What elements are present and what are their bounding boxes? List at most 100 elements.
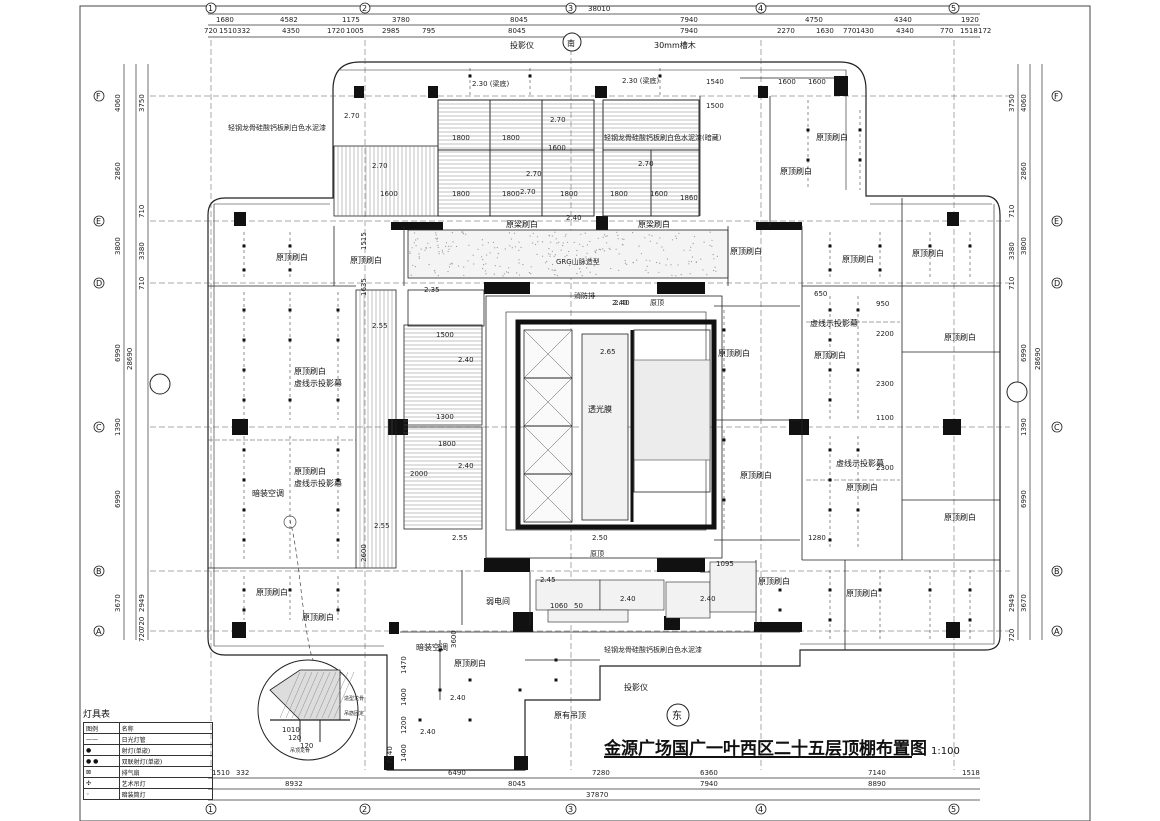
- legend-row: ✣艺术吊灯: [83, 777, 214, 789]
- fixture-legend: 灯具表 图例 名称 ——日光灯管 ●射灯(单嵌) ● ●双联射灯(单嵌) ⊠排气…: [83, 707, 214, 800]
- spotlight-mark: [878, 588, 882, 592]
- grg-dot: [547, 253, 550, 255]
- grg-dot: [615, 248, 617, 250]
- spotlight-mark: [928, 244, 932, 248]
- grg-dot: [602, 248, 604, 250]
- grid-row-e-left: E: [96, 217, 101, 226]
- title-underline: [604, 756, 912, 758]
- bottom-dimension-lines: [208, 777, 980, 801]
- grg-dot: [562, 245, 564, 247]
- grg-dot: [593, 265, 595, 267]
- ac-bottom-label: 暗装空调: [416, 642, 448, 652]
- grg-dot: [445, 242, 448, 244]
- grg-dot: [712, 254, 714, 256]
- grg-dot: [532, 232, 534, 234]
- grg-dot: [599, 249, 602, 251]
- bottom-dim-5: 6360: [700, 769, 718, 777]
- level-west-6: 2.55: [452, 534, 468, 542]
- level-west-4: 2.40: [458, 462, 474, 470]
- north-level-2: 2.30 (梁底): [622, 76, 660, 85]
- grg-dot: [477, 248, 479, 250]
- grg-dot: [452, 241, 454, 243]
- spotlight-mark: [288, 398, 292, 402]
- misc-dim-15: 1860: [680, 194, 698, 202]
- grg-dot: [661, 246, 663, 248]
- grg-dot: [485, 263, 487, 265]
- spotlight-mark: [242, 478, 246, 482]
- spotlight-mark: [336, 508, 340, 512]
- left-dim-9: 2949: [138, 594, 146, 612]
- legend-title: 灯具表: [83, 710, 111, 720]
- spotlight-mark: [288, 308, 292, 312]
- grg-dot: [473, 263, 475, 265]
- compass-west: [149, 373, 171, 395]
- south-panels: [535, 561, 757, 623]
- grg-dot: [554, 269, 557, 271]
- right-inner-3: 3380: [1008, 242, 1016, 260]
- grg-dot: [645, 259, 647, 261]
- room-label-11: 原顶刷白: [912, 248, 944, 258]
- room-label-10: 原顶刷白: [842, 254, 874, 264]
- detail-hatch-line: [327, 671, 349, 719]
- right-dim-6: 1390: [1020, 418, 1028, 436]
- grg-dot: [418, 256, 420, 258]
- legend-item: 日光灯管: [118, 733, 214, 745]
- bottom-dim-3: 6490: [448, 769, 466, 777]
- grid-col-1-top: 1: [208, 4, 213, 13]
- grg-dot: [412, 264, 414, 266]
- grg-dot: [513, 232, 516, 234]
- grg-dot: [647, 272, 649, 274]
- level-north-7: 2.40: [566, 214, 582, 222]
- level-core-top: 2.40: [614, 299, 630, 307]
- grid-col-4-bottom: 4: [758, 805, 763, 814]
- grg-dot: [691, 256, 694, 258]
- grg-dot: [595, 273, 597, 275]
- grg-dot: [549, 255, 551, 257]
- room-label-3: 原顶刷白: [294, 366, 326, 376]
- grg-dot: [709, 231, 711, 233]
- grg-dot: [644, 237, 646, 239]
- grg-dot: [463, 266, 465, 268]
- top-dim-r2-4: 4350: [282, 27, 300, 35]
- level-north-6: 2.70: [520, 188, 536, 196]
- spotlight-mark: [242, 448, 246, 452]
- grg-dot: [711, 245, 713, 247]
- legend-item: 射灯(单嵌): [118, 744, 214, 756]
- bottom-dim-r2-2: 8045: [508, 780, 526, 788]
- grg-dot: [702, 269, 704, 271]
- detail-hatch-line: [321, 671, 343, 719]
- top-dim-r2-11: 2270: [777, 27, 795, 35]
- grg-dot: [677, 264, 679, 266]
- north-panel-hatching: [337, 103, 699, 216]
- grg-dot: [481, 256, 483, 258]
- spotlight-mark: [968, 588, 972, 592]
- shaft-x-line: [523, 425, 573, 475]
- level-west-3: 2.40: [458, 356, 474, 364]
- elevator-shaft-marks: [523, 329, 573, 523]
- grg-dot: [437, 244, 439, 246]
- level-south-5: 2.40: [450, 694, 466, 702]
- spotlight-mark: [828, 268, 832, 272]
- grg-dot: [532, 242, 534, 244]
- misc-dim-37: 3600: [450, 630, 458, 648]
- spotlight-mark: [288, 338, 292, 342]
- top-dim-r2-15: 4340: [896, 27, 914, 35]
- grg-dot: [434, 272, 436, 274]
- grg-dot: [415, 239, 417, 241]
- room-label-6: 原顶刷白: [302, 612, 334, 622]
- ac-unit-marker: [283, 515, 297, 529]
- grg-dot: [507, 272, 509, 274]
- spotlight-mark: [242, 308, 246, 312]
- grid-col-2-top: 2: [362, 4, 367, 13]
- spotlight-mark: [336, 448, 340, 452]
- grg-dot: [536, 236, 539, 238]
- legend-row: ——日光灯管: [83, 733, 214, 745]
- grg-dot: [618, 253, 620, 255]
- spotlight-mark: [828, 448, 832, 452]
- detail-hatch-line: [297, 671, 319, 719]
- level-center-top: 2.40: [612, 299, 628, 307]
- spotlight-mark: [722, 328, 726, 332]
- room-label-16: 原顶刷白: [846, 482, 878, 492]
- grg-dot: [589, 240, 591, 243]
- detail-hatch-line: [285, 671, 307, 719]
